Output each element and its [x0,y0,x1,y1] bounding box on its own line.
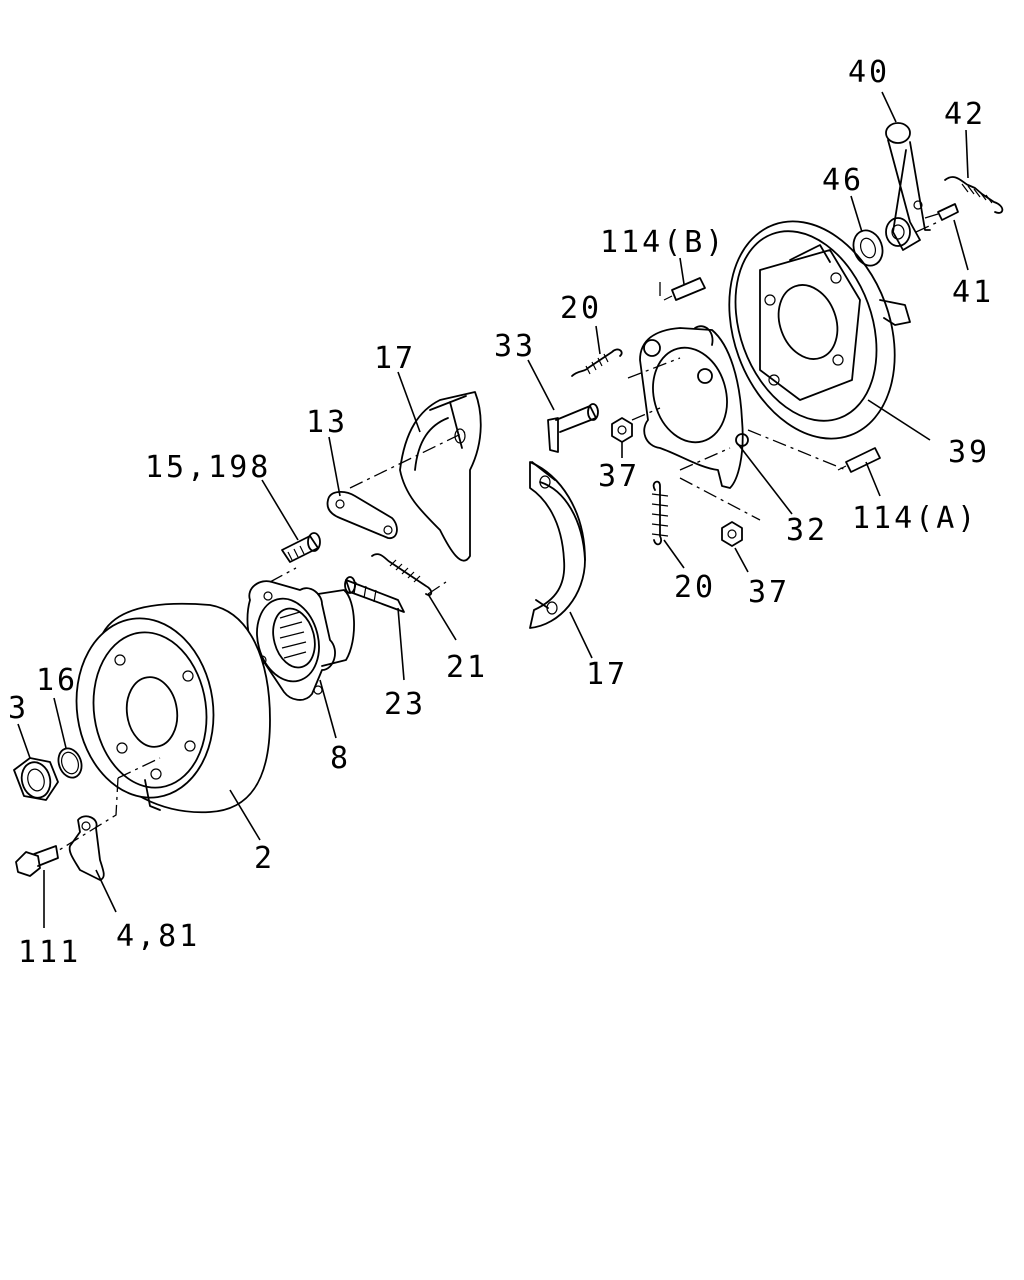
callout-32: 32 [786,513,828,548]
bolt-part-23 [344,576,405,613]
callout-114b: 114(B) [600,225,726,260]
brake-shoe-part-17-bottom [529,461,586,629]
callout-20-bottom: 20 [674,570,716,605]
stud-part-114a [837,447,881,473]
brake-drum-part-2 [75,602,271,814]
pin-part-41 [924,203,959,221]
lever-part-40 [885,122,931,251]
washer-part-46 [852,229,884,267]
callout-23: 23 [384,687,426,722]
brake-shoe-part-17-top [399,391,482,562]
callout-40: 40 [848,55,890,90]
pin-part-33 [547,403,599,453]
spring-part-21 [371,553,433,596]
assembly-lines [55,221,939,853]
nut-part-3 [13,757,59,801]
nut-part-37-bottom [721,521,743,547]
callout-39: 39 [948,435,990,470]
callout-17-bottom: 17 [586,657,628,692]
callout-3: 3 [8,691,29,726]
backing-plate-part-39 [728,220,911,440]
spring-part-42 [944,176,1004,214]
o-ring-part-16 [57,747,83,779]
leader-lines [17,91,969,928]
callout-20-top: 20 [560,291,602,326]
callout-33: 33 [494,329,536,364]
callout-13: 13 [306,405,348,440]
callout-21: 21 [446,650,488,685]
callout-111: 111 [18,935,81,970]
callout-37-top: 37 [598,459,640,494]
stud-part-114b [663,277,706,301]
callout-41: 41 [952,275,994,310]
bolt-part-15-198 [281,532,321,563]
spring-part-20-top [571,348,623,377]
callout-4-81: 4,81 [116,919,200,954]
spring-part-20-bottom [651,480,669,546]
callout-114a: 114(A) [852,501,978,536]
callout-37-bottom: 37 [748,575,790,610]
clip-part-4-81 [68,815,105,881]
anchor-plate-part-32 [639,325,749,489]
nut-part-37-top [611,417,633,443]
plate-part-13 [326,491,398,539]
callout-17-top: 17 [374,341,416,376]
callout-8: 8 [330,741,351,776]
bolt-part-111 [15,845,59,877]
callout-42: 42 [944,97,986,132]
callout-15-198: 15,198 [145,450,271,485]
callout-16: 16 [36,663,78,698]
callout-2: 2 [254,841,275,876]
callout-labels: 40 42 46 41 114(B) 20 33 17 13 15,198 37… [8,55,994,970]
callout-46: 46 [822,163,864,198]
